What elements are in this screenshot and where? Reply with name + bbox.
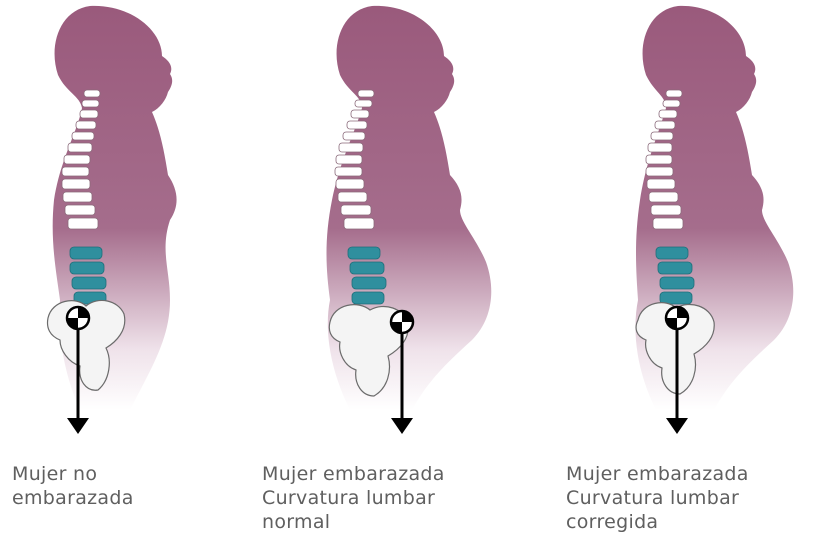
caption-non-pregnant: Mujer no embarazada bbox=[12, 462, 134, 510]
figure-non-pregnant bbox=[20, 0, 220, 445]
caption-line: Mujer no bbox=[12, 462, 134, 486]
caption-line: Curvatura lumbar bbox=[566, 486, 749, 510]
caption-line: Mujer embarazada bbox=[566, 462, 749, 486]
caption-pregnant-corrected: Mujer embarazada Curvatura lumbar correg… bbox=[566, 462, 749, 534]
silhouette-pregnant-normal bbox=[300, 0, 510, 445]
caption-line: normal bbox=[262, 510, 445, 534]
caption-pregnant-normal: Mujer embarazada Curvatura lumbar normal bbox=[262, 462, 445, 534]
gravity-arrowhead bbox=[666, 418, 688, 434]
caption-line: Curvatura lumbar bbox=[262, 486, 445, 510]
gravity-arrowhead bbox=[67, 418, 89, 434]
silhouette-pregnant-corrected bbox=[600, 0, 810, 445]
figure-pregnant-normal bbox=[300, 0, 510, 445]
silhouette-non-pregnant bbox=[20, 0, 220, 445]
caption-line: corregida bbox=[566, 510, 749, 534]
gravity-arrowhead bbox=[391, 418, 413, 434]
caption-line: Mujer embarazada bbox=[262, 462, 445, 486]
figure-pregnant-corrected bbox=[600, 0, 810, 445]
caption-line: embarazada bbox=[12, 486, 134, 510]
